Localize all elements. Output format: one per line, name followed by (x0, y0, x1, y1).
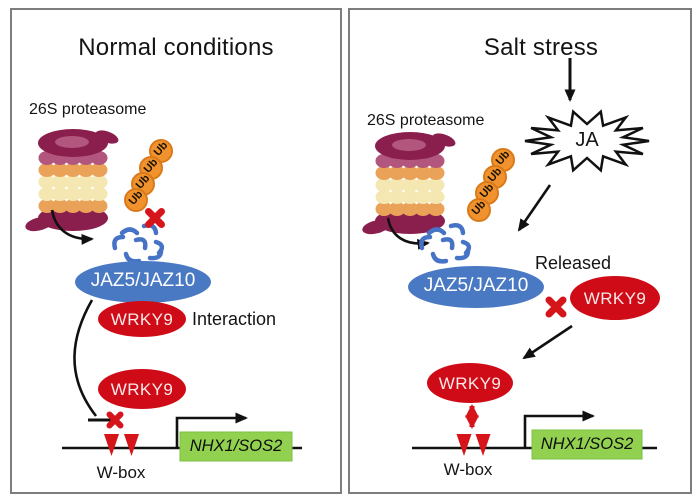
no-ubiquitination-x-icon (145, 208, 165, 228)
wbox-triangle (475, 434, 491, 456)
jaz-oval (75, 261, 211, 303)
no-binding-x-icon (106, 411, 124, 429)
degradation-arrow (50, 209, 94, 245)
no-interaction-x-icon (545, 296, 567, 318)
jaz-oval (408, 266, 544, 308)
wrky-released-label: WRKY9 (583, 289, 647, 308)
released-label: Released (535, 253, 612, 273)
ja-burst-icon (524, 109, 650, 173)
release-arrow (522, 324, 573, 360)
wrky-free-label: WRKY9 (110, 380, 174, 399)
gene-label: NHX1/SOS2 (540, 435, 634, 453)
proteasome-icon (23, 127, 121, 234)
gene-label: NHX1/SOS2 (189, 437, 283, 455)
wbox-triangle (124, 434, 139, 456)
normal-conditions-diagram (23, 127, 302, 462)
jaz-oval-label: JAZ5/JAZ10 (90, 270, 196, 291)
wbox-label: W-box (443, 460, 493, 479)
wrky-free-oval (98, 369, 186, 409)
salt-stress-diagram (360, 58, 660, 460)
ja-label: JA (575, 129, 599, 151)
wrky-free-oval (427, 363, 513, 403)
protein-fragments-icon (114, 225, 162, 261)
proteasome-label: 26S proteasome (29, 101, 147, 118)
wbox-triangle (104, 434, 119, 456)
wrky-bound-label: WRKY9 (110, 310, 174, 329)
gene-box (531, 429, 643, 460)
panel-salt-stress: Salt stress JA 26S proteasome Ub Ub Ub U… (348, 8, 692, 494)
wbox-triangle (456, 434, 472, 456)
panel-normal-conditions: Normal conditions 26S proteasome Ub Ub U… (10, 8, 342, 494)
panel-title: Salt stress (483, 34, 599, 61)
jaz-oval-label: JAZ5/JAZ10 (423, 275, 529, 296)
interaction-label: Interaction (192, 309, 277, 329)
wrky-released-oval (570, 276, 660, 320)
gene-box (179, 431, 293, 462)
wbox-label: W-box (96, 463, 146, 482)
panel-title: Normal conditions (78, 34, 274, 61)
ubiquitin-chain (124, 139, 173, 212)
proteasome-label: 26S proteasome (367, 112, 485, 129)
inhibition-arrow (73, 299, 98, 417)
ja-signal-arrow (517, 184, 552, 232)
transcription-arrow (175, 412, 248, 448)
wrky-free-label: WRKY9 (438, 374, 502, 393)
transcription-arrow (523, 410, 595, 448)
protein-fragments-icon (421, 225, 469, 261)
wrky-bound-oval (98, 301, 186, 337)
ubiquitin-chain (467, 148, 515, 222)
proteasome-icon (360, 130, 458, 237)
